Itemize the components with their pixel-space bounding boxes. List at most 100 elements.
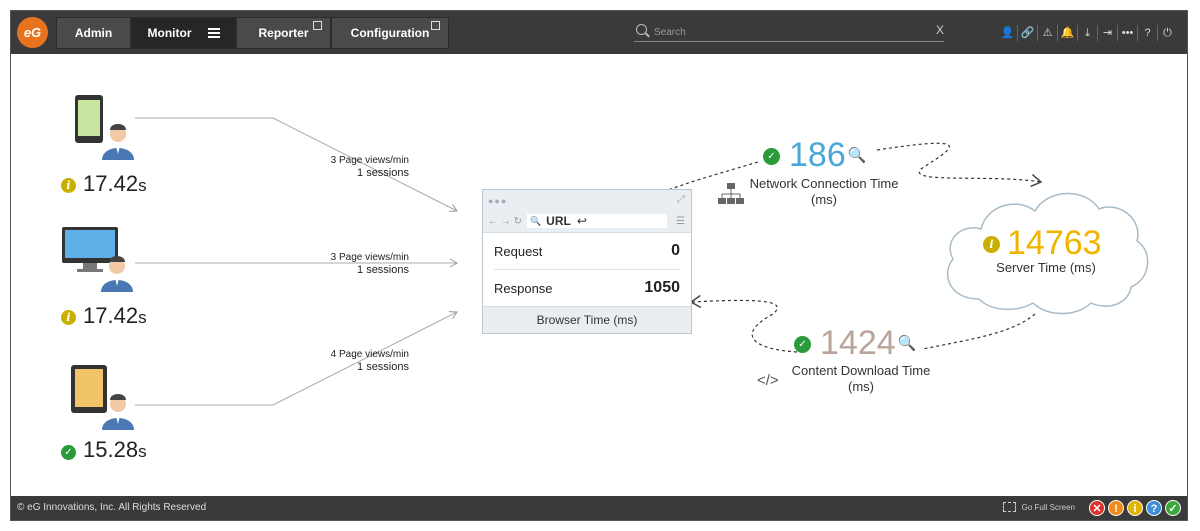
sign-in-icon[interactable]: ⇥ [1098, 25, 1118, 41]
code-icon: </> [757, 372, 779, 389]
full-screen-label: Go Full Screen [1021, 502, 1075, 512]
reload-icon: ↻ [513, 215, 522, 227]
browser-chrome: ●●● ⤢ ← → ↻ 🔍 URL ↩ ☰ [483, 190, 691, 233]
content-download-caption: Content Download Time (ms) [781, 363, 941, 395]
desktop-page-views: 3 Page views/min [330, 252, 409, 263]
nav-monitor-label: Monitor [147, 26, 192, 40]
nav-admin-label: Admin [74, 26, 113, 40]
tablet-response-time[interactable]: ✓ 15.28 s [61, 437, 147, 463]
enter-arrow-icon: ↩ [576, 214, 587, 228]
user-icon[interactable]: 👤 [998, 25, 1018, 41]
network-path-in [619, 161, 759, 213]
power-icon[interactable]: ⏻ [1163, 27, 1172, 39]
nav-monitor[interactable]: Monitor [131, 17, 236, 49]
drilldown-icon[interactable]: 🔍 [847, 147, 867, 164]
network-path-out [876, 142, 1043, 188]
full-screen-button[interactable]: Go Full Screen [1002, 502, 1075, 512]
desktop-response-unit: s [138, 308, 147, 327]
info-status-icon: i [983, 235, 1000, 253]
hamburger-menu-icon[interactable] [207, 26, 220, 40]
clear-search-icon[interactable]: X [935, 23, 944, 37]
more-icon[interactable]: ••• [1118, 25, 1138, 41]
browser-nav-row: ← → ↻ 🔍 URL ↩ ☰ [488, 214, 688, 228]
ok-status-icon: ✓ [763, 147, 780, 165]
content-download-metric[interactable]: ✓ 1424 🔍 [794, 326, 916, 360]
alarm-state-icons: ✕ ! i ? ✓ [1089, 500, 1181, 516]
network-connection-caption: Network Connection Time (ms) [739, 176, 909, 208]
mobile-response-value: 17.42 [83, 171, 139, 196]
external-link-icon [313, 21, 322, 30]
major-alarm-icon[interactable]: ! [1108, 500, 1124, 516]
back-arrow-icon: ← [488, 215, 498, 227]
network-connection-label: Network Connection Time [749, 176, 899, 191]
minor-alarm-icon[interactable]: i [1127, 500, 1143, 516]
content-download-unit: (ms) [848, 379, 874, 394]
search-input[interactable] [652, 22, 916, 42]
desktop-response-time[interactable]: i 17.42 s [61, 303, 147, 329]
request-label: Request [494, 243, 543, 259]
response-value: 1050 [644, 279, 680, 296]
full-screen-icon [1002, 502, 1016, 512]
server-time-metric[interactable]: i 14763 [983, 226, 1102, 260]
forward-arrow-icon: → [500, 215, 511, 227]
tablet-response-value: 15.28 [83, 437, 139, 462]
url-search-icon: 🔍 [529, 215, 542, 226]
mobile-traffic-label: 3 Page views/min 1 sessions [311, 154, 409, 180]
browser-menu-icon: ☰ [676, 215, 685, 227]
search-bar: X [634, 22, 944, 42]
help-icon[interactable]: ? [1138, 25, 1158, 41]
nav-reporter[interactable]: Reporter [236, 17, 331, 49]
url-bar: 🔍 URL ↩ [526, 214, 667, 228]
browser-time-label: Browser Time (ms) [483, 306, 691, 333]
request-value: 0 [671, 242, 680, 259]
content-path-in [922, 313, 1036, 350]
nav-admin[interactable]: Admin [56, 17, 131, 49]
bell-icon[interactable]: 🔔 [1058, 25, 1078, 41]
info-status-icon: i [61, 310, 76, 325]
eg-logo[interactable]: eG [17, 17, 48, 48]
tablet-page-views: 4 Page views/min [330, 349, 409, 360]
mobile-connector [135, 117, 458, 212]
copyright-text: © eG Innovations, Inc. All Rights Reserv… [17, 502, 207, 513]
server-cloud-icon [946, 192, 1149, 315]
desktop-traffic-label: 3 Page views/min 1 sessions [311, 251, 409, 277]
link-icon[interactable]: 🔗 [1018, 25, 1038, 41]
tablet-response-unit: s [138, 442, 147, 461]
critical-alarm-icon[interactable]: ✕ [1089, 500, 1105, 516]
network-icon [717, 182, 745, 211]
tablet-connector [135, 311, 458, 406]
info-status-icon: i [61, 178, 76, 193]
server-time-value: 14763 [1007, 224, 1102, 262]
drilldown-icon[interactable]: 🔍 [897, 335, 917, 352]
url-label: URL [546, 214, 571, 228]
nav-reporter-label: Reporter [258, 26, 309, 40]
mobile-page-views: 3 Page views/min [330, 155, 409, 166]
toolbar-icons: 👤 🔗 ⚠ 🔔 ⤓ ⇥ ••• ? ⏻ [998, 23, 1177, 43]
ok-status-icon: ✓ [794, 335, 811, 353]
desktop-device-icon [61, 226, 137, 297]
content-download-value: 1424 [820, 324, 896, 362]
ok-status-icon: ✓ [61, 445, 76, 460]
connector-lines [135, 117, 1043, 406]
response-label: Response [494, 280, 553, 296]
nav-configuration[interactable]: Configuration [331, 17, 449, 49]
top-navigation-bar: eG Admin Monitor Reporter Configuration … [11, 11, 1187, 54]
browser-time-panel[interactable]: ●●● ⤢ ← → ↻ 🔍 URL ↩ ☰ Request 0 Response… [482, 189, 692, 334]
mobile-response-time[interactable]: i 17.42 s [61, 171, 147, 197]
normal-state-icon[interactable]: ✓ [1165, 500, 1181, 516]
unknown-state-icon[interactable]: ? [1146, 500, 1162, 516]
mobile-device-icon [74, 94, 136, 165]
nav-configuration-label: Configuration [350, 26, 430, 40]
network-connection-unit: (ms) [811, 192, 837, 207]
user-experience-topology: i 17.42 s 3 Page views/min 1 sessions i … [11, 54, 1187, 496]
footer-bar: © eG Innovations, Inc. All Rights Reserv… [11, 496, 1187, 520]
download-icon[interactable]: ⤓ [1078, 25, 1098, 41]
alert-icon[interactable]: ⚠ [1038, 25, 1058, 41]
mobile-sessions: 1 sessions [357, 167, 409, 179]
expand-icon[interactable]: ⤢ [677, 194, 685, 205]
content-path-out [689, 294, 798, 353]
desktop-sessions: 1 sessions [357, 264, 409, 276]
server-time-label: Server Time (ms) [996, 260, 1096, 275]
network-connection-metric[interactable]: ✓ 186 🔍 [763, 138, 866, 172]
search-icon [636, 24, 647, 35]
